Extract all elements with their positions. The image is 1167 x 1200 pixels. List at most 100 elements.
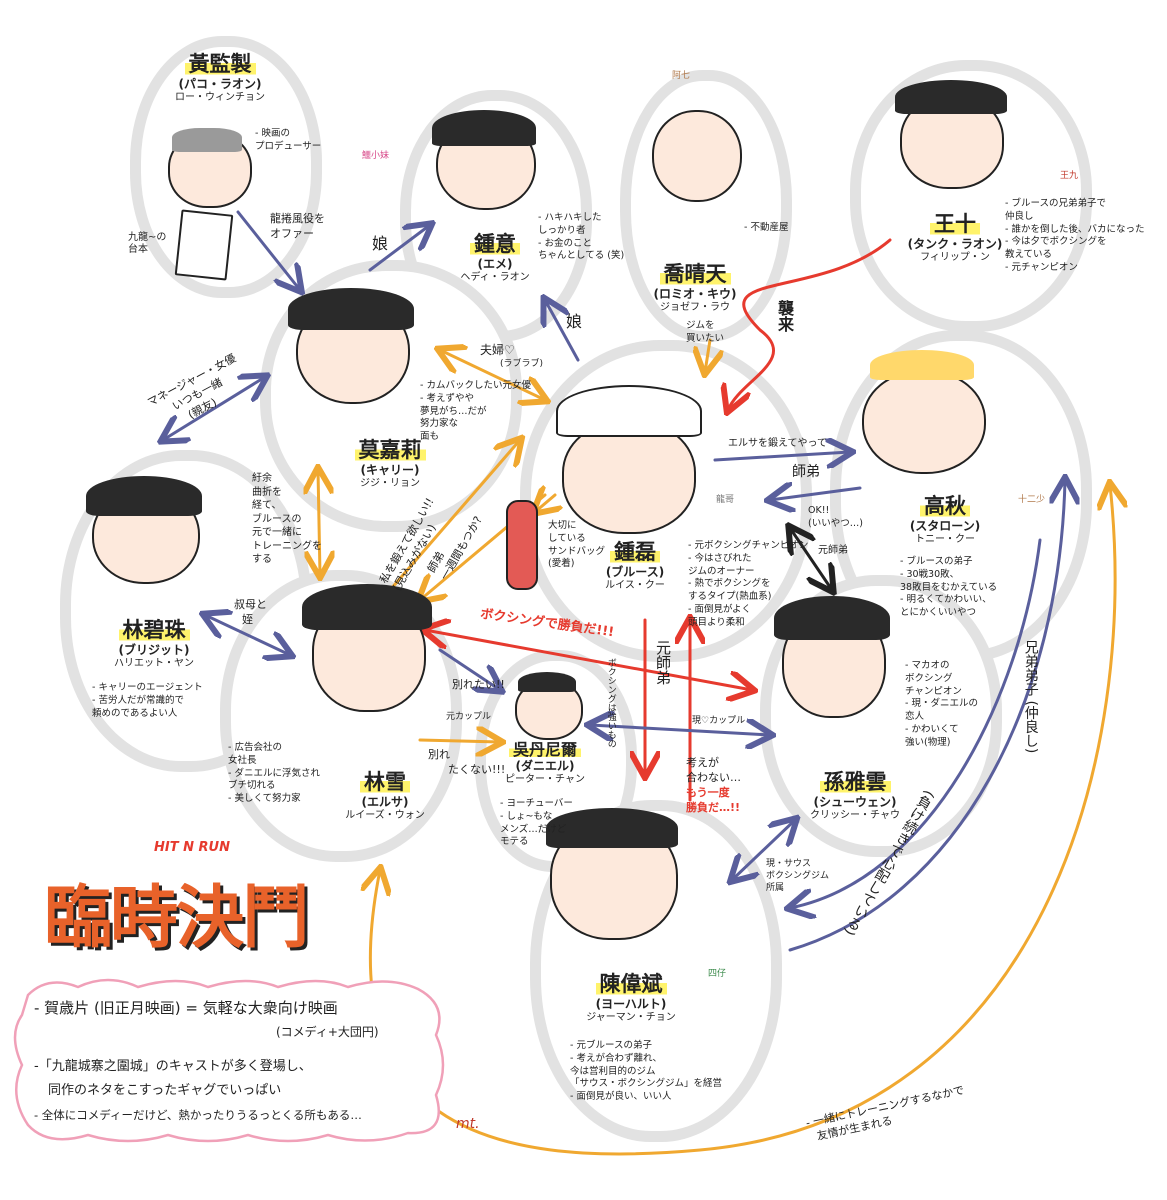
char-qiao: 喬晴天 (ロミオ・キウ) ジョゼフ・ラウ: [640, 262, 750, 314]
rel-rematch: 考えが合わない… もう一度勝負だ…!!: [686, 756, 741, 814]
side-chen: 四仔: [708, 969, 727, 979]
rel-gaoqiu-zhonglei: 師弟: [792, 464, 820, 480]
zhonglei-face: [562, 420, 696, 534]
sandbag-icon: [506, 500, 538, 590]
chen-hair: [546, 808, 678, 848]
rel-ok: OK!!(いいやつ…): [808, 505, 863, 529]
side-wang: 王九: [1060, 171, 1079, 181]
name-qiao: 喬晴天: [659, 262, 731, 288]
rel-brothers: 兄弟弟子 (仲良し): [1022, 640, 1039, 754]
char-zhonglei: 鍾磊 (ブルース) ルイス・クー: [580, 540, 690, 592]
rel-sun-zhonglei: 元師弟: [818, 545, 848, 556]
linxue-hair: [302, 584, 432, 630]
real-linxue: ルイーズ・ウォン: [345, 809, 425, 821]
notes-gaoqiu: - ブルースの弟子- 30戦30敗、 38敗目をむかえている- 明るくてかわいい…: [900, 556, 998, 619]
rel-linxue-wu-1: 別れたい!!: [452, 678, 505, 691]
nick-sun: (シューウェン): [813, 795, 897, 810]
wang-hair: [895, 80, 1007, 114]
rel-wu-sun: 現♡カップル: [692, 716, 746, 726]
rel-wang-zhonglei: 襲来: [775, 300, 794, 332]
qiao-face: [652, 110, 742, 202]
sandbag-note: 大切にしている サンドバッグ(愛着): [548, 520, 606, 570]
nick-linxue: (エルサ): [361, 795, 409, 810]
real-wang: フィリップ・ン: [920, 251, 990, 263]
real-chen: ジャーマン・チョン: [586, 1011, 676, 1023]
huang-hair: [172, 128, 242, 152]
mo-hair: [288, 288, 414, 330]
info-box: - 賀歳片 (旧正月映画) = 気軽な大衆向け映画 (コメディ+大団円) -「九…: [8, 975, 448, 1145]
rel-zhonglei-gaoqiu: エルサを鍛えてやって: [728, 438, 827, 449]
nick-wang: (タンク・ラオン): [907, 237, 1003, 252]
notes-linbi: - キャリーのエージェント- 苦労人だが常識的で 頼めのであるよい人: [92, 682, 203, 719]
wu-hair: [518, 672, 576, 692]
name-zhongyi: 鍾意: [470, 232, 520, 258]
notes-sun: - マカオのボクシング チャンピオン- 現・ダニエルの 恋人- かわいくて 強い…: [905, 660, 978, 748]
notes-chen: - 元ブルースの弟子- 考えが合わず離れ、 今は営利目的のジム「サウス・ボクシン…: [570, 1040, 723, 1103]
logo-title: 臨時決鬥: [44, 878, 310, 958]
info-line-4: 同作のネタをこすったギャグでいっぱい: [48, 1083, 282, 1098]
rel-former-master: 元師弟: [654, 640, 672, 685]
nick-mo: (キャリー): [360, 463, 420, 478]
rel-mo-linxue: 紆余曲折を 経て、ブルースの 元で一緒にトレーニングを する: [252, 473, 322, 565]
rel-linbi-linxue: 叔母と姪: [234, 598, 267, 626]
name-linbi: 林碧珠: [118, 618, 190, 644]
name-mo: 莫嘉莉: [354, 438, 426, 464]
char-wu: 吳丹尼爾 (ダニエル) ピーター・チャン: [490, 740, 600, 786]
notes-qiao: - 不動産屋: [744, 222, 789, 233]
real-zhonglei: ルイス・クー: [605, 579, 665, 591]
char-zhongyi: 鍾意 (エメ) ヘディ・ラオン: [440, 232, 550, 284]
outline-wang: [850, 60, 1092, 332]
nick-wu: (ダニエル): [515, 759, 575, 774]
name-zhonglei: 鍾磊: [610, 540, 660, 566]
char-sun: 孫雅雲 (シューウェン) クリッシー・チャウ: [790, 770, 920, 822]
side-zhonglei: 龍哥: [716, 495, 735, 505]
nick-linbi: (ブリジット): [118, 643, 190, 658]
nick-qiao: (ロミオ・キウ): [653, 287, 737, 302]
info-line-3: -「九龍城寨之圍城」のキャストが多く登場し、: [34, 1059, 312, 1074]
real-gaoqiu: トニー・クー: [915, 533, 975, 545]
info-line-1: - 賀歳片 (旧正月映画) = 気軽な大衆向け映画: [34, 999, 338, 1017]
real-linbi: ハリエット・ヤン: [114, 657, 194, 669]
linbi-hair: [86, 476, 202, 516]
real-qiao: ジョゼフ・ラウ: [660, 301, 730, 313]
name-huang: 黃監製: [184, 52, 256, 78]
char-chen: 陳偉斌 (ヨーハルト) ジャーマン・チョン: [566, 972, 696, 1024]
movie-logo: HIT N RUN 臨時決鬥: [44, 840, 344, 980]
name-chen: 陳偉斌: [595, 972, 667, 998]
rel-chen-sun: 現・サウスボクシングジム所属: [766, 859, 830, 894]
side-gaoqiu: 十二少: [1018, 495, 1046, 505]
notes-zhonglei: - 元ボクシングチャンピオン- 今はさびれた ジムのオーナー- 熱でボクシングを…: [688, 540, 809, 628]
rel-mo-zhongyi: 娘: [372, 234, 389, 253]
rel-zhonglei-zhongyi: 娘: [566, 312, 583, 331]
name-sun: 孫雅雲: [819, 770, 891, 796]
name-gaoqiu: 高秋: [920, 494, 970, 520]
rel-linxue-wu-3: 別れたくない!!!: [428, 748, 506, 776]
info-line-2: (コメディ+大団円): [276, 1025, 379, 1039]
real-mo: ジジ・リョン: [360, 477, 420, 489]
real-zhongyi: ヘディ・ラオン: [460, 271, 530, 283]
zhongyi-hair: [432, 110, 536, 146]
logo-subtitle: HIT N RUN: [154, 840, 230, 855]
real-wu: ピーター・チャン: [505, 773, 585, 785]
notes-huang: - 映画のプロデューサー: [255, 128, 322, 152]
rel-boxing-v: ボクシングは強いもの: [605, 658, 616, 748]
gaoqiu-hair: [870, 350, 974, 380]
char-wang: 王十 (タンク・ラオン) フィリップ・ン: [900, 212, 1010, 264]
nick-zhonglei: (ブルース): [605, 565, 665, 580]
name-wang: 王十: [930, 212, 980, 238]
char-huang: 黃監製 (パコ・ラオン) ロー・ウィンチョン: [150, 52, 290, 104]
gaoqiu-face: [862, 370, 986, 474]
name-wu: 吳丹尼爾: [508, 740, 581, 760]
char-mo: 莫嘉莉 (キャリー) ジジ・リョン: [340, 438, 440, 490]
side-zhongyi: 鱷小妹: [362, 151, 390, 161]
char-linxue: 林雪 (エルサ) ルイーズ・ウォン: [330, 770, 440, 822]
notes-zhongyi: - ハキハキしたしっかり者 - お金のことちゃんとしてる (笑): [538, 212, 625, 262]
script-book-icon: [174, 209, 234, 281]
real-huang: ロー・ウィンチョン: [175, 91, 265, 103]
real-sun: クリッシー・チャウ: [810, 809, 900, 821]
notes-mo: - カムバックしたい元女優- 考えずやや 夢見がち…だが努力家な 面も: [420, 380, 531, 443]
side-qiao: 阿七: [672, 71, 691, 81]
notes-wu: - ヨーチューバー- しょ~もな メンズ…だけどモテる: [500, 798, 573, 848]
rel-mo-zhonglei: 夫婦♡(ラブラブ): [480, 343, 544, 370]
